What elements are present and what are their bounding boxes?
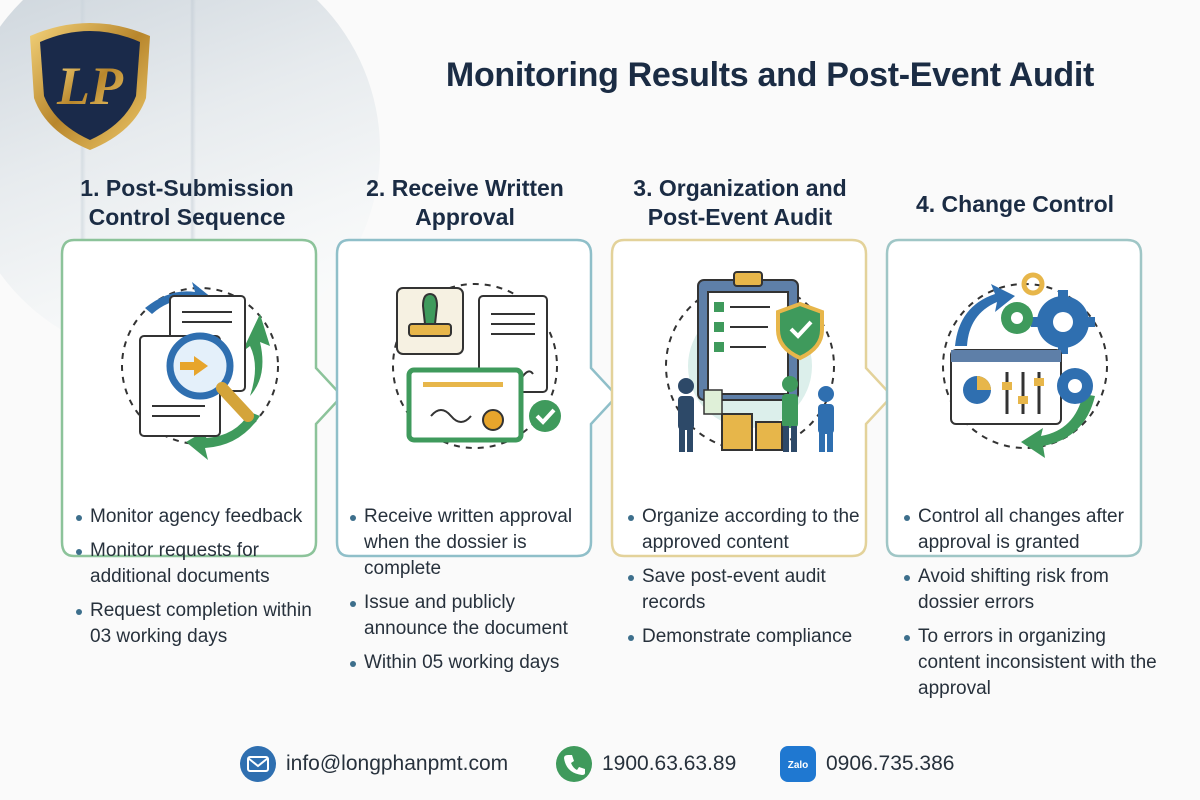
list-item: Request completion within 03 working day… (74, 598, 324, 650)
step-2-card (335, 238, 619, 558)
email-text: info@longphanpmt.com (286, 752, 509, 775)
list-item: Monitor requests for additional document… (74, 538, 324, 590)
step-1-card (60, 238, 344, 558)
zalo-contact[interactable]: Zalo 0906.735.386 (780, 746, 954, 782)
list-item: Save post-event audit records (626, 564, 866, 616)
step-4-card (885, 238, 1145, 558)
step-1-bullets: Monitor agency feedback Monitor requests… (74, 504, 324, 658)
phone-icon (556, 746, 592, 782)
list-item: Organize according to the approved conte… (626, 504, 866, 556)
zalo-text: 0906.735.386 (826, 752, 955, 775)
list-item: To errors in organizing content inconsis… (902, 624, 1162, 702)
list-item: Receive written approval when the dossie… (348, 504, 598, 582)
phone-contact[interactable]: 1900.63.63.89 (556, 746, 736, 782)
step-4-title: 4. Change Control (915, 191, 1115, 217)
email-icon (240, 746, 276, 782)
email-contact[interactable]: info@longphanpmt.com (240, 746, 508, 782)
list-item: Control all changes after approval is gr… (902, 504, 1162, 556)
svg-text:LP: LP (56, 56, 124, 116)
list-item: Monitor agency feedback (74, 504, 324, 530)
clipboard-audit-team-icon (650, 266, 850, 476)
page-title: Monitoring Results and Post-Event Audit (445, 56, 1095, 94)
zalo-icon: Zalo (780, 746, 816, 782)
list-item: Demonstrate compliance (626, 624, 866, 650)
contact-bar: info@longphanpmt.com 1900.63.63.89 Zalo … (0, 740, 1200, 788)
list-item: Issue and publicly announce the document (348, 590, 598, 642)
step-3-bullets: Organize according to the approved conte… (626, 504, 866, 658)
document-search-cycle-icon (100, 266, 300, 476)
step-3-card (610, 238, 894, 558)
phone-text: 1900.63.63.89 (602, 752, 737, 775)
step-2-bullets: Receive written approval when the dossie… (348, 504, 598, 684)
gears-dashboard-cycle-icon (925, 266, 1125, 476)
list-item: Within 05 working days (348, 650, 598, 676)
svg-text:Zalo: Zalo (788, 760, 809, 771)
list-item: Avoid shifting risk from dossier errors (902, 564, 1162, 616)
company-logo: LP (22, 14, 158, 154)
step-4-bullets: Control all changes after approval is gr… (902, 504, 1162, 710)
stamp-certificate-icon (375, 266, 575, 476)
